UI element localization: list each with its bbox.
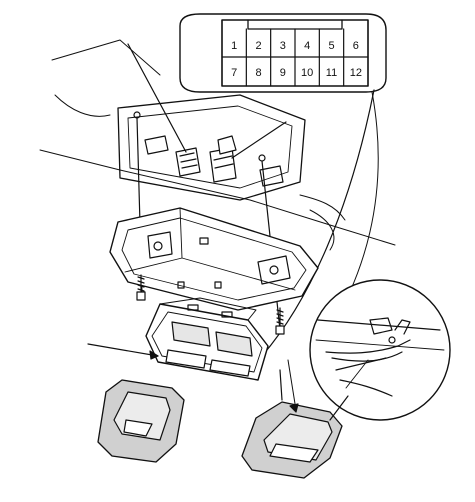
- mounting-screw-left: [136, 274, 146, 301]
- frame-screw-boss-left: [153, 241, 163, 251]
- connector-pin-label: 12: [350, 67, 362, 79]
- mounting-screw-right: [275, 307, 285, 335]
- frame-screw-boss-right: [269, 265, 279, 275]
- connector-top-row: 1 2 3 4 5 6: [231, 40, 359, 52]
- clip-detail-leader: [329, 395, 349, 421]
- callout-leader-connector-left: [127, 43, 187, 153]
- connector-pin-label: 8: [255, 67, 261, 79]
- roof-outline: [39, 39, 396, 251]
- connector-pin-label: 10: [301, 67, 313, 79]
- connector-callout-frame: [179, 13, 387, 93]
- map-light-lens-right: [241, 401, 343, 479]
- roof-mounting-bracket: [117, 94, 306, 201]
- connector-pin-label: 2: [255, 40, 261, 52]
- connector-pin-label: 3: [280, 40, 286, 52]
- clip-detail-callout: [309, 279, 451, 421]
- map-light-frame: [109, 207, 319, 311]
- map-light-unit: [145, 297, 269, 381]
- connector-pin-dividers: [245, 28, 345, 87]
- callout-leader-connector-right: [231, 121, 287, 159]
- connector-pin-label: 5: [328, 40, 334, 52]
- connector-pin-label: 1: [231, 40, 237, 52]
- roof-connector-right: [209, 135, 237, 183]
- callout-leader-map-light: [87, 343, 159, 357]
- map-light-lens-left: [97, 379, 185, 463]
- connector-pin-label: 6: [353, 40, 359, 52]
- connector-pin-label: 4: [304, 40, 310, 52]
- callout-arrowhead-map-light: [149, 350, 159, 360]
- connector-pin-label: 7: [231, 67, 237, 79]
- roof-connector-left: [175, 147, 201, 177]
- cover-leader: [279, 369, 283, 401]
- bracket-hole-right: [258, 154, 266, 162]
- connector-housing: [221, 19, 369, 87]
- connector-pin-label: 11: [326, 67, 337, 79]
- connector-latch: [247, 19, 343, 30]
- connector-pin-label: 9: [280, 67, 286, 79]
- connector-bottom-row: 7 8 9 10 11 12: [231, 67, 362, 79]
